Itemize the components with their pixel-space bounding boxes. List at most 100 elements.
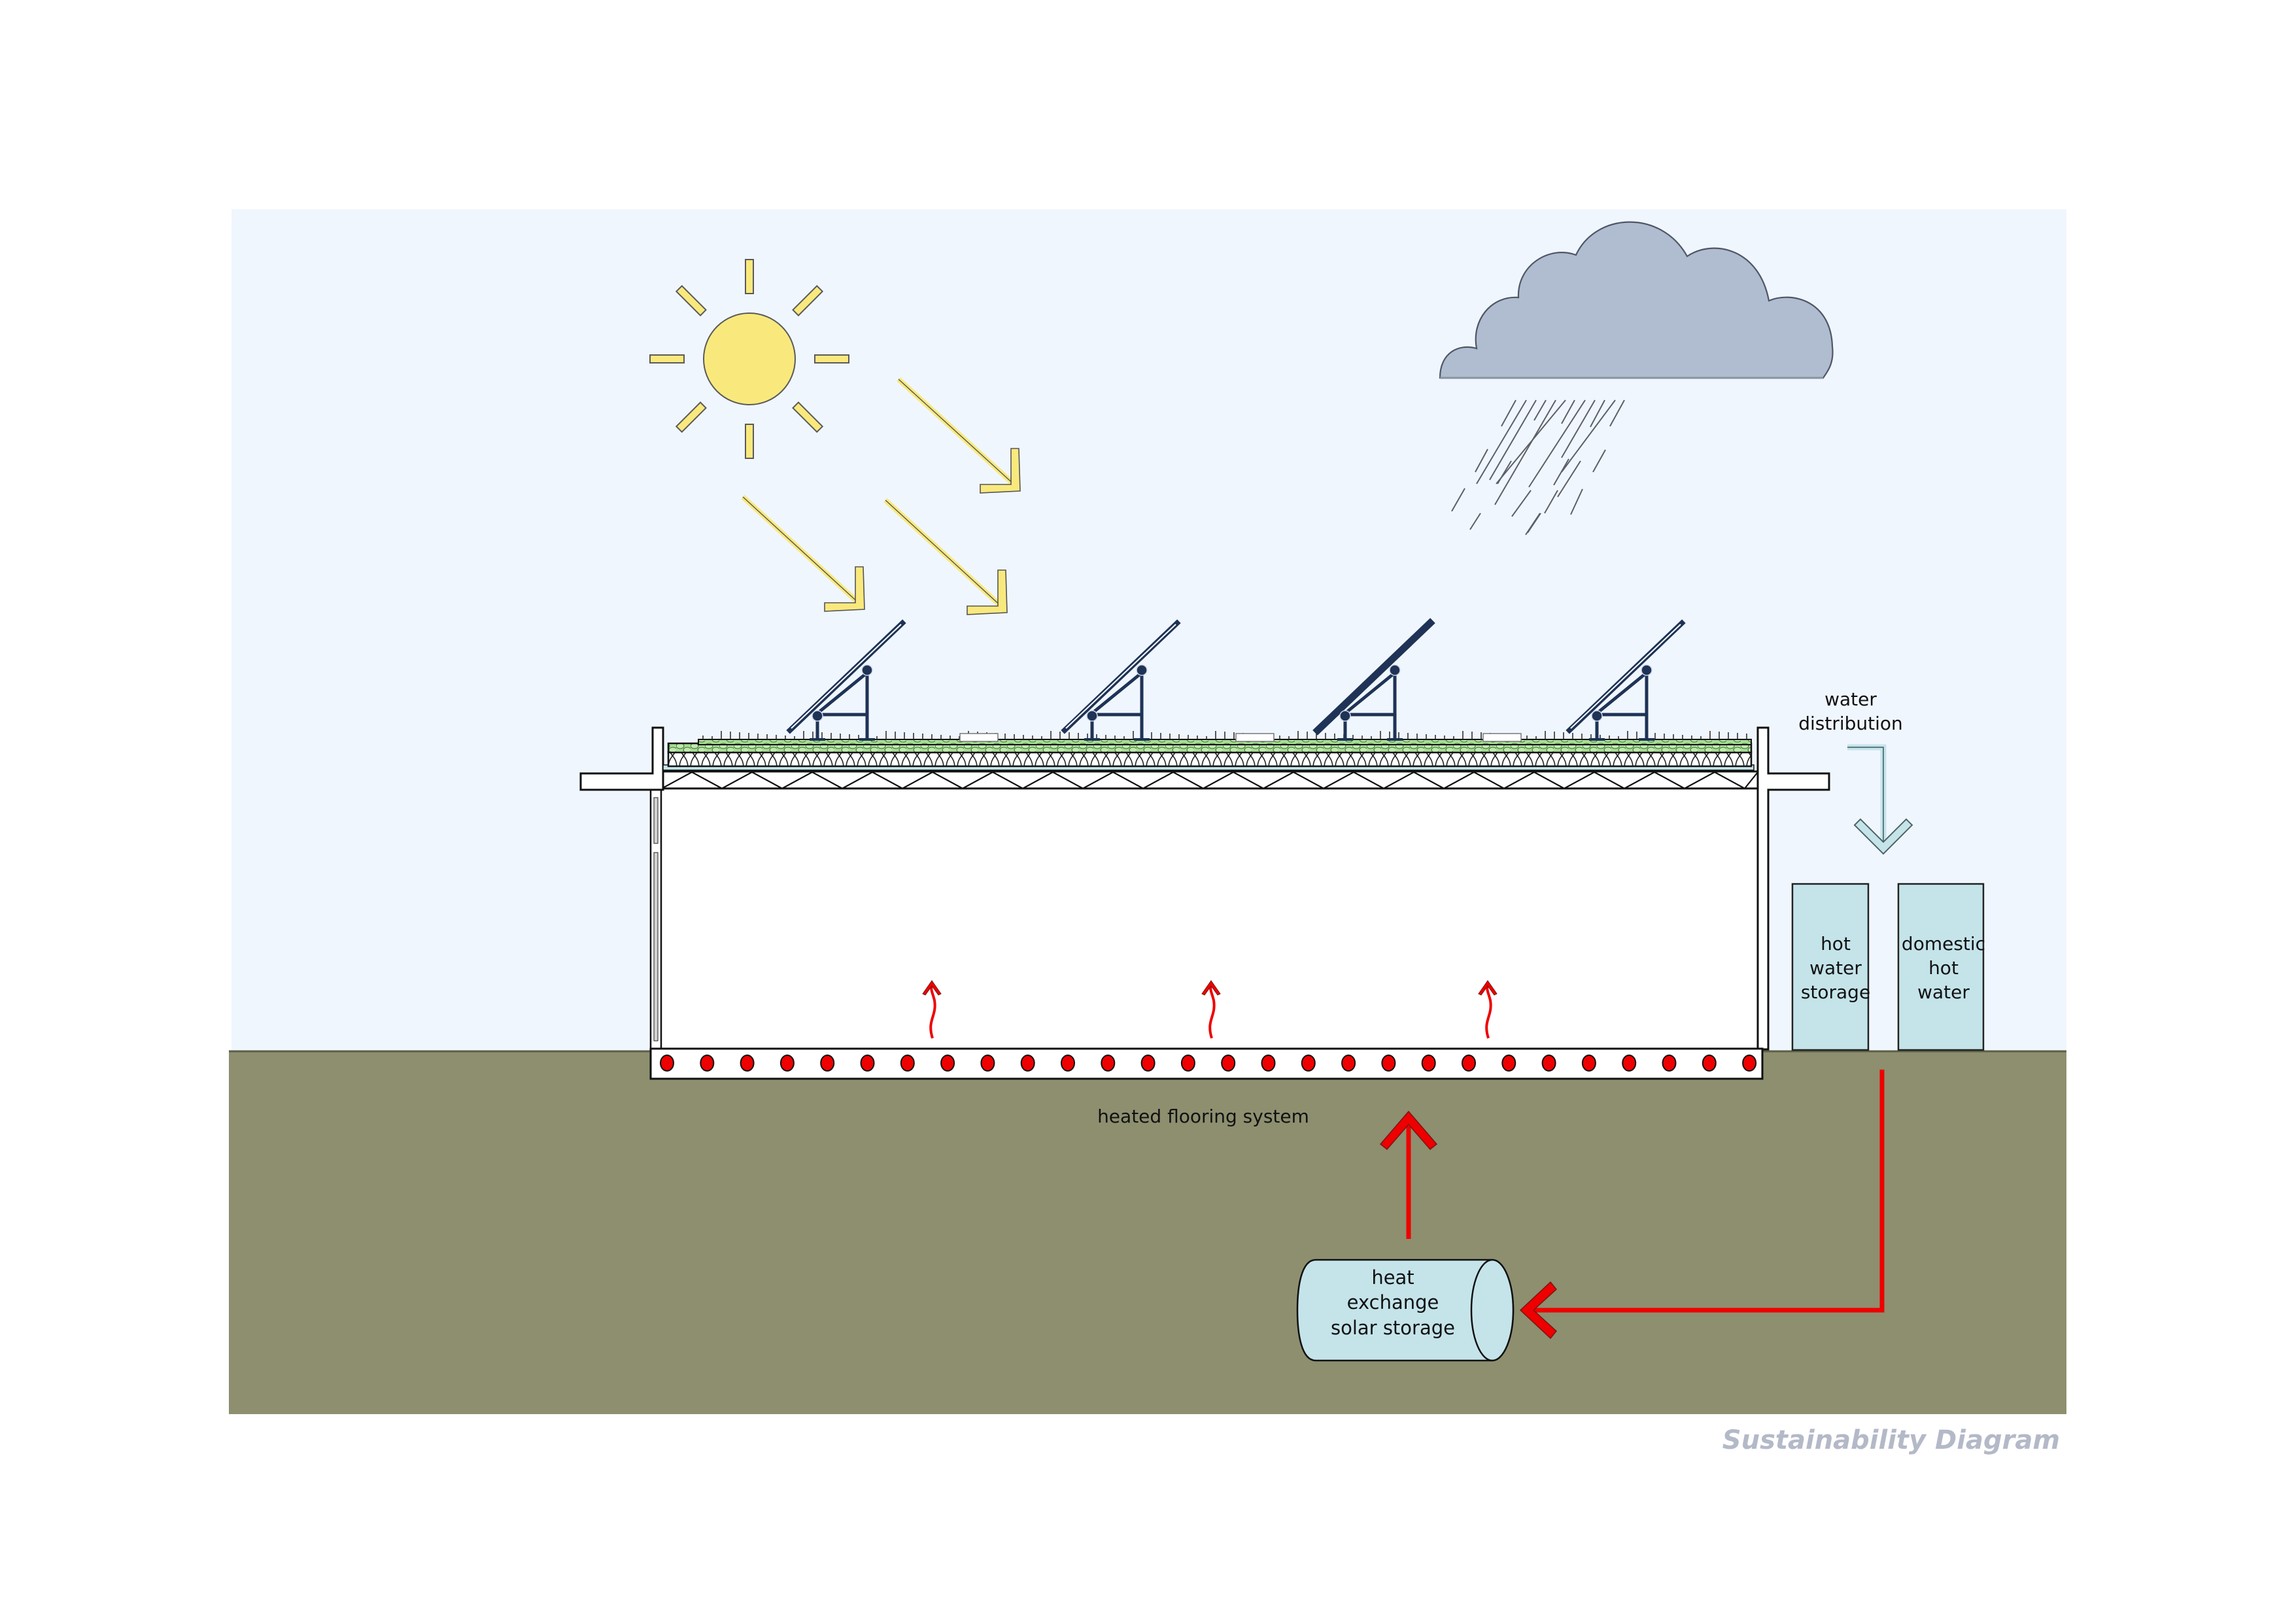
rain-streak [1557, 460, 1581, 498]
sun-ray [745, 259, 754, 294]
rain-streak [1494, 399, 1556, 505]
sun-ray [675, 284, 707, 316]
sunlight-arrow [741, 495, 865, 612]
heating-pipe [660, 1055, 674, 1072]
heating-pipe [820, 1055, 835, 1072]
rain-streak [1590, 399, 1605, 428]
left-parapet [579, 726, 664, 791]
label-line: water [1809, 956, 1862, 979]
insulation-layer [667, 751, 1753, 768]
rain-streak [1592, 449, 1606, 473]
rain-streak [1544, 490, 1558, 514]
heat-rise-arrow [922, 980, 942, 1039]
domestic-hot-water-tank [1897, 883, 1985, 1051]
heating-pipe [1421, 1055, 1436, 1072]
label-line: water [1824, 688, 1877, 710]
rain-streak [1469, 513, 1481, 530]
sun-ray [792, 284, 824, 316]
sun-ray [745, 424, 754, 459]
rain-streak [1527, 513, 1541, 533]
label-line: storage [1800, 981, 1871, 1003]
heating-pipe [1662, 1055, 1677, 1072]
heat-exchange-label: heat exchange solar storage [1305, 1265, 1481, 1340]
rain-streak [1475, 448, 1488, 473]
label-line: heat [1371, 1266, 1414, 1289]
rain-streak [1561, 399, 1575, 424]
heat-rise-arrow [1201, 980, 1221, 1039]
heating-pipe [1140, 1055, 1156, 1072]
label-line: domestic [1901, 933, 1986, 955]
solar-panel [1061, 619, 1181, 741]
label-line: exchange [1346, 1291, 1439, 1314]
heating-pipe [700, 1055, 715, 1072]
heating-pipe [1221, 1055, 1236, 1072]
sun-ray [814, 354, 849, 364]
sunlight-arrows [741, 377, 1021, 615]
heated-floor-slab [649, 1047, 1764, 1080]
sun-icon [649, 259, 849, 459]
domestic-hot-water-label: domestic hot water [1900, 932, 1987, 1005]
heating-pipe [1702, 1055, 1717, 1072]
hot-water-storage-label: hot water storage [1794, 932, 1877, 1005]
label-line: solar storage [1331, 1316, 1455, 1339]
water-distribution-arrow [1847, 744, 1913, 855]
rain-streak [1553, 458, 1569, 486]
label-line: hot [1821, 933, 1851, 955]
label-line: hot [1928, 956, 1959, 979]
heating-pipe [1541, 1055, 1556, 1072]
heating-pipe [1020, 1055, 1035, 1072]
building-section [579, 618, 1830, 1080]
rain-streak [1561, 399, 1616, 473]
heating-pipe [1501, 1055, 1516, 1072]
rain-streak [1501, 399, 1516, 427]
heating-pipe [1301, 1055, 1316, 1072]
heating-pipe [1341, 1055, 1356, 1072]
supply-pipe-arrow [1379, 1110, 1438, 1239]
heated-flooring-system-label: heated flooring system [1097, 1106, 1309, 1127]
solar-panel [1312, 618, 1435, 741]
label-line: water [1917, 981, 1970, 1003]
ground [229, 1051, 2066, 1414]
rain-streak [1609, 399, 1625, 427]
rain-streak [1561, 399, 1596, 458]
rain-streak [1511, 490, 1532, 517]
sunlight-arrow [883, 498, 1008, 615]
heating-pipe [860, 1055, 875, 1072]
heating-pipe [940, 1055, 955, 1072]
heat-exchange-solar-storage-tank [1296, 1259, 1515, 1362]
heating-pipe [1180, 1055, 1195, 1072]
sun-ray [649, 354, 685, 364]
heating-pipe [1622, 1055, 1637, 1072]
rain-cloud-icon [1439, 221, 1834, 535]
heating-pipe [1462, 1055, 1476, 1072]
heating-pipe [1581, 1055, 1596, 1072]
solar-panels [786, 618, 1686, 741]
diagram-title: Sustainability Diagram [1722, 1425, 2060, 1455]
rain-streak [1528, 399, 1586, 488]
sun-ray [675, 401, 707, 433]
rain-streak [1489, 399, 1537, 481]
heating-pipe [779, 1055, 795, 1072]
water-distribution-label: water distribution [1766, 688, 1936, 736]
hot-water-storage-tank [1791, 883, 1870, 1051]
heat-rise-arrows [922, 980, 1498, 1039]
rain-streak [1533, 399, 1547, 421]
heat-rise-arrow [1478, 980, 1498, 1039]
heating-pipes [660, 1055, 1757, 1072]
heating-pipe [1381, 1055, 1396, 1072]
interior-room [653, 786, 1759, 1050]
rain-streak [1497, 460, 1512, 484]
sunlight-arrow [897, 377, 1021, 494]
solar-panel [786, 619, 906, 741]
roof-vents [959, 733, 1522, 742]
rain-streak [1496, 399, 1566, 484]
return-pipe-arrow [1519, 1070, 1885, 1340]
label-line: distribution [1798, 712, 1903, 734]
rain-streak [1451, 488, 1465, 512]
rain-streak [1476, 399, 1527, 484]
heating-pipe [1101, 1055, 1116, 1072]
rain-streak [1570, 488, 1583, 515]
heating-pipe [740, 1055, 755, 1072]
